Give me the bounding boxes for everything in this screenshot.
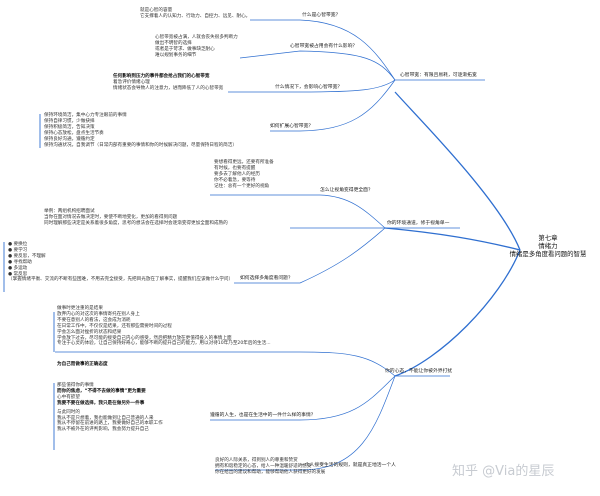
m2-label: 心智带宽被占用会有什么影响？ (290, 44, 358, 49)
connector-p1 (210, 194, 386, 229)
connector-p3 (234, 227, 386, 284)
connector-m3 (228, 79, 396, 93)
trunk-perspective (384, 227, 521, 251)
m4-text: 保持环境简洁，集中心力专注眼前的事情 保持自律习惯，少做抉择 保持积极简洁，告知… (44, 113, 237, 148)
branch-perspective-label: 你的环境通道，修于视角单一 (387, 221, 450, 226)
bullet-item: ● 要学习 (8, 247, 28, 253)
bullet-item: ● 要反思，不理解 (8, 253, 46, 259)
m1-text: 就是心智的容量 它支撑着人的认知力、行动力、自控力、远见、耐心。 (140, 8, 251, 19)
r3-text: 良好的人际关系，得到别人的尊重和赞赏 拥有和谐稳定的心态，给人一种温暖舒适的感受… (215, 458, 326, 475)
p1-text: 要想看得更远，还要有所准备 有时候，也要有提醒 要多去了解他人的经历 你不必着急… (214, 160, 274, 189)
r2-text: 那些值得你的事情 而你的焦虑，“不得不去做的事情”更为重要 心中有欲望 我要不要… (57, 383, 163, 433)
r1-text: 做事时更注重的是结果 放弃内心的对这次的事情寄托在别人身上 不要在意别人的看法，… (57, 306, 271, 347)
m1-label: 什么是心智带宽？ (302, 13, 341, 18)
m2-text: 心智带宽被占满，人就会丧失很多判断力 做出不明智的选择 或者是于苛求、做事缺乏耐… (155, 35, 238, 58)
root-title: 情绪力 (538, 242, 558, 250)
root-node: 第七章 情绪力 情绪是多角度看问题的智慧 (498, 234, 598, 258)
m3-text: 任何影响到压力的事件都会抢占我们的心智带宽 着急评价情绪心理 情绪状态会导致人的… (113, 74, 224, 91)
bullet-item: ● 多运动 (8, 265, 28, 271)
root-subtitle: 情绪是多角度看问题的智慧 (509, 250, 587, 258)
p2-text: 举例：两组机构招聘面试 当你在面对情况去做决定时，要使不断地变化，更加的看得到问… (44, 209, 228, 226)
branch-reward-label: 你的心态，不能让你被外界打扰 (385, 369, 453, 374)
p3-label: 如何选择多角度看问题？ (240, 276, 293, 281)
p3-note: （掌握情绪平衡、交流的不断有些困难，不用去完全接受，先把目光放在了解事实，提醒我… (8, 277, 234, 283)
connector-r3 (215, 375, 396, 471)
p3-bullets: ● 要换位 ● 要学习 ● 要反思，不理解 ● 寻找帮助 ● 多运动 ● 常反思… (8, 242, 233, 283)
watermark: 知乎 @Via的星辰 (452, 464, 555, 479)
r2-label: 遵循的人生，也是在生活中的一件什么样的事情？ (210, 413, 316, 418)
m4-label: 如何扩展心智带宽？ (270, 124, 314, 129)
connector-m4 (270, 79, 396, 132)
trunk-mindset (394, 91, 521, 251)
connector-r1 (55, 351, 396, 377)
p1-label: 怎么让视角变得更全面？ (320, 188, 373, 193)
m3-label: 什么情况下，会影响心智带宽？ (275, 85, 343, 90)
branch-mindset-label: 心智带宽：有限且易耗，可逐渐拓宽 (400, 73, 477, 78)
bullet-item: ● 要换位 (8, 242, 28, 247)
trunk-reward (394, 249, 521, 377)
connector-m2 (239, 50, 396, 81)
r3-label: 一个人接受生活的规则，就是真正地活一个人 (300, 463, 396, 468)
bullet-item: ● 寻找帮助 (8, 259, 32, 265)
connector-m1 (250, 19, 396, 81)
r1-conclusion: 为自己而做事的正确态度 (57, 362, 108, 367)
connector-r2 (210, 375, 396, 421)
bullet-item: ● 常反思 (8, 271, 28, 277)
root-chapter: 第七章 (538, 234, 558, 242)
